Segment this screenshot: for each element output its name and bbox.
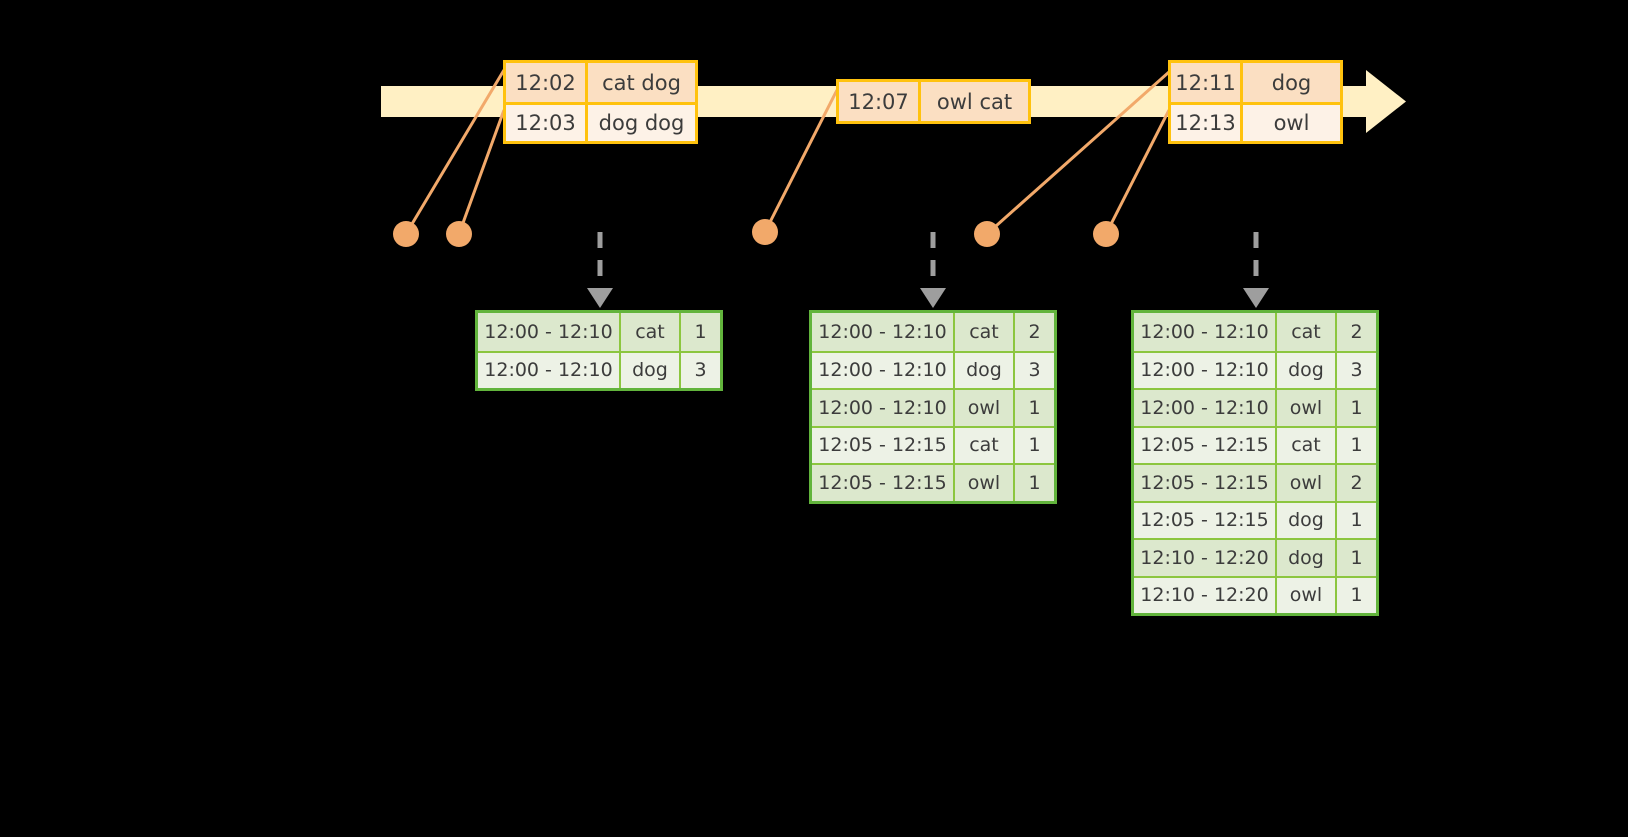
- dot-1202-connector: [404, 69, 506, 235]
- count-cell: 1: [1350, 396, 1363, 419]
- dot-1207: [752, 219, 778, 245]
- event-words: dog: [1271, 70, 1312, 95]
- window-range-cell: 12:10 - 12:20: [1134, 540, 1277, 576]
- event-timestamp: 12:03: [506, 105, 588, 141]
- word-key-cell: owl: [1277, 390, 1337, 426]
- event-words: owl: [1273, 111, 1310, 135]
- count-cell: 1: [1350, 584, 1363, 607]
- event-row[interactable]: 12:11 dog: [1171, 63, 1340, 102]
- event-group-2[interactable]: 12:07 owl cat: [836, 79, 1031, 124]
- event-row[interactable]: 12:13 owl: [1171, 102, 1340, 141]
- word-key-cell: cat: [621, 313, 681, 351]
- event-timestamp: 12:02: [506, 63, 588, 102]
- window-range-cell: 12:00 - 12:10: [812, 313, 955, 351]
- count-cell: 3: [1028, 359, 1041, 382]
- word-key-cell: cat: [1277, 427, 1337, 463]
- event-timestamp: 12:11: [1171, 63, 1243, 102]
- count-cell: 3: [694, 359, 707, 382]
- event-words: cat dog: [602, 70, 681, 95]
- window-range-cell: 12:00 - 12:10: [1134, 390, 1277, 426]
- window-range-cell: 12:05 - 12:15: [1134, 427, 1277, 463]
- word-key-cell: cat: [955, 427, 1015, 463]
- count-cell: 1: [1028, 396, 1041, 419]
- count-cell: 3: [1350, 359, 1363, 382]
- event-row[interactable]: 12:02 cat dog: [506, 63, 695, 102]
- word-key-cell: owl: [955, 390, 1015, 426]
- word-key-cell: owl: [955, 465, 1015, 501]
- dot-1207-connector: [763, 89, 839, 233]
- dashed-arrow-2-head: [920, 288, 946, 308]
- word-key-cell: dog: [1277, 502, 1337, 538]
- dot-1213-connector: [1104, 109, 1171, 235]
- dot-1203: [446, 221, 472, 247]
- word-key-cell: owl: [1277, 465, 1337, 501]
- window-range-cell: 12:05 - 12:15: [1134, 465, 1277, 501]
- window-range-cell: 12:10 - 12:20: [1134, 577, 1277, 613]
- count-cell: 1: [1350, 546, 1363, 569]
- dot-1211: [974, 221, 1000, 247]
- event-words: owl cat: [936, 89, 1013, 114]
- word-key-cell: dog: [621, 352, 681, 388]
- window-range-cell: 12:05 - 12:15: [812, 465, 955, 501]
- event-row[interactable]: 12:07 owl cat: [839, 82, 1028, 121]
- event-group-3[interactable]: 12:11 dog 12:13 owl: [1168, 60, 1343, 144]
- word-key-cell: cat: [1277, 313, 1337, 351]
- word-key-cell: dog: [1277, 540, 1337, 576]
- event-row[interactable]: 12:03 dog dog: [506, 102, 695, 141]
- count-cell: 1: [1350, 434, 1363, 457]
- event-timestamp: 12:07: [839, 82, 921, 121]
- word-key-cell: owl: [1277, 577, 1337, 613]
- count-cell: 1: [1350, 509, 1363, 532]
- dot-1202: [393, 221, 419, 247]
- dashed-arrow-1-head: [587, 288, 613, 308]
- event-dots: [393, 219, 1119, 247]
- window-range-cell: 12:00 - 12:10: [1134, 313, 1277, 351]
- window-range-cell: 12:00 - 12:10: [812, 390, 955, 426]
- count-cell: 1: [1028, 434, 1041, 457]
- event-timestamp: 12:13: [1171, 105, 1243, 141]
- window-range-cell: 12:00 - 12:10: [478, 313, 621, 351]
- dot-1213: [1093, 221, 1119, 247]
- timeline-arrow-head: [1366, 70, 1406, 133]
- word-key-cell: cat: [955, 313, 1015, 351]
- dashed-arrows: [587, 232, 1269, 308]
- window-range-cell: 12:05 - 12:15: [812, 427, 955, 463]
- window-range-cell: 12:00 - 12:10: [1134, 352, 1277, 388]
- window-range-cell: 12:00 - 12:10: [812, 352, 955, 388]
- count-cell: 1: [694, 320, 707, 343]
- window-range-cell: 12:00 - 12:10: [478, 352, 621, 388]
- word-key-cell: dog: [955, 352, 1015, 388]
- count-cell: 1: [1028, 471, 1041, 494]
- word-key-cell: dog: [1277, 352, 1337, 388]
- count-cell: 2: [1350, 320, 1363, 343]
- event-group-1[interactable]: 12:02 cat dog 12:03 dog dog: [503, 60, 698, 144]
- count-cell: 2: [1350, 471, 1363, 494]
- window-range-cell: 12:05 - 12:15: [1134, 502, 1277, 538]
- dashed-arrow-3-head: [1243, 288, 1269, 308]
- event-words: dog dog: [598, 111, 685, 135]
- dot-1203-connector: [457, 109, 506, 235]
- count-cell: 2: [1028, 320, 1041, 343]
